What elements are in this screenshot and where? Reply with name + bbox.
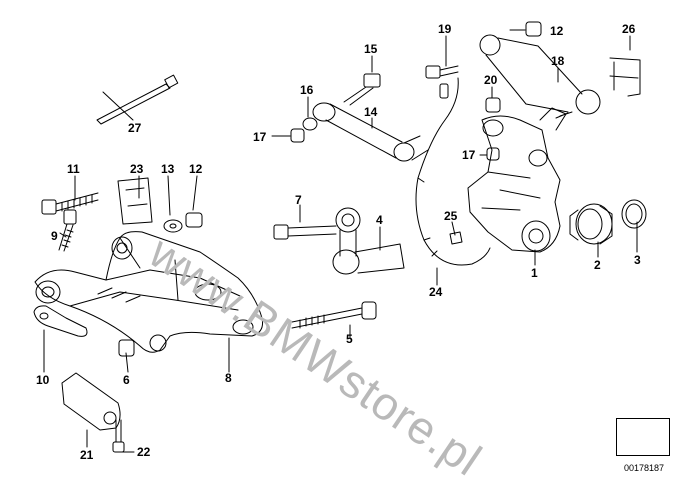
- bracket-26-part: [609, 57, 641, 97]
- bolt-11-part: [41, 192, 99, 215]
- washer-13-part: [163, 219, 183, 233]
- nut-17-right-part: [486, 147, 500, 161]
- nut-12-top-part: [525, 21, 542, 37]
- washer-16-part: [302, 117, 318, 131]
- nut-17-part: [290, 128, 305, 143]
- sensor-cable-24-part: [415, 77, 491, 266]
- bolt-19-part: [425, 65, 459, 79]
- callout-27: 27: [128, 121, 142, 135]
- bolt-9-part: [58, 209, 77, 252]
- callout-11: 11: [67, 162, 80, 176]
- callout-2: 2: [594, 258, 601, 272]
- bolt-7-part: [273, 224, 337, 240]
- callout-9: 9: [51, 229, 58, 243]
- callout-17-right: 17: [462, 148, 476, 162]
- nut-12-part: [185, 212, 203, 228]
- callout-22: 22: [137, 445, 151, 459]
- wheel-carrier-1-part: [467, 107, 567, 253]
- callout-18: 18: [551, 54, 565, 68]
- nut-20-part: [485, 97, 501, 113]
- callout-14: 14: [364, 105, 378, 119]
- bearing-2-part: [569, 203, 613, 245]
- callout-20: 20: [484, 73, 498, 87]
- callout-12: 12: [189, 162, 203, 176]
- callout-4: 4: [376, 213, 383, 227]
- link-4-part: [332, 207, 405, 275]
- callout-23: 23: [130, 162, 144, 176]
- callout-8: 8: [225, 371, 232, 385]
- cable-tie-part: [96, 74, 179, 125]
- callout-15: 15: [364, 42, 378, 56]
- bracket-10-part: [33, 305, 88, 337]
- callout-12-top: 12: [550, 24, 564, 38]
- callout-25: 25: [444, 209, 458, 223]
- nut-6-part: [118, 339, 135, 357]
- callout-21: 21: [80, 448, 94, 462]
- callout-7: 7: [295, 193, 302, 207]
- control-arm-14-part: [312, 102, 429, 162]
- bolt-5-part: [291, 301, 377, 329]
- callout-19: 19: [438, 22, 452, 36]
- callout-3: 3: [634, 253, 641, 267]
- bracket-21-part: [61, 372, 121, 431]
- logo-box: [616, 418, 670, 456]
- callout-17: 17: [253, 130, 267, 144]
- callout-1: 1: [531, 266, 538, 280]
- callout-6: 6: [123, 373, 130, 387]
- bolt-15-part: [343, 73, 381, 106]
- callout-26: 26: [622, 22, 636, 36]
- callout-24: 24: [429, 285, 443, 299]
- subframe-8-part: [34, 231, 263, 353]
- bolt-22-part: [112, 419, 125, 453]
- circlip-3-part: [621, 199, 647, 229]
- callout-10: 10: [36, 373, 50, 387]
- callout-13: 13: [161, 162, 175, 176]
- bracket-23-part: [117, 177, 153, 225]
- document-number: 00178187: [624, 463, 665, 473]
- callout-5: 5: [346, 332, 353, 346]
- upper-arm-18-part: [479, 34, 601, 119]
- callout-16: 16: [300, 83, 314, 97]
- clip-25-part: [449, 231, 463, 245]
